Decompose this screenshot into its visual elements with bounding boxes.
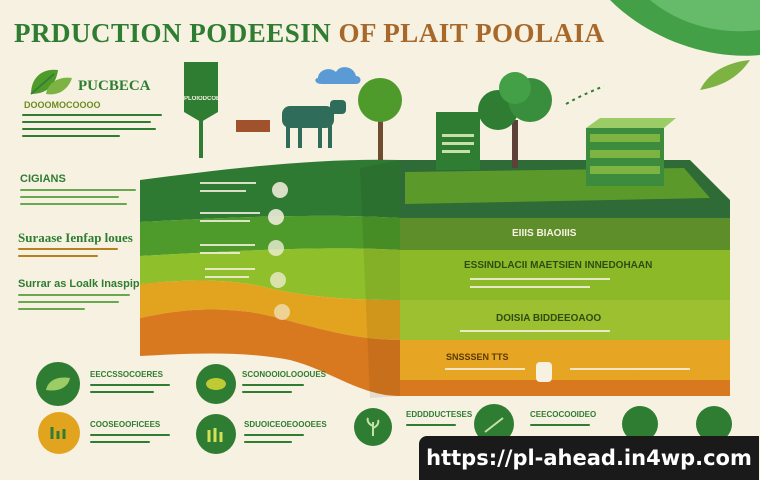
strata-icon-2 <box>268 209 284 225</box>
strata-icon-5 <box>274 304 290 320</box>
field-icon <box>484 417 504 433</box>
tree-right <box>478 72 552 168</box>
signpost-marker <box>184 62 218 122</box>
bottom-card-icon-5 <box>354 408 392 446</box>
strata-lime <box>140 248 400 300</box>
bottom-card-heading-4: SDUOICEOEOOOEES <box>244 420 327 429</box>
title-part-1: PRDUCTION PODEESIN <box>14 18 332 48</box>
layer-band-amber <box>400 340 730 380</box>
bottom-card-icon-2 <box>38 412 80 454</box>
plant-icon <box>366 417 380 436</box>
bottom-card-text-6 <box>530 424 590 431</box>
sidebar-text-block-2 <box>20 189 136 210</box>
bean-icon <box>50 427 66 439</box>
layer-band-olive <box>400 300 730 340</box>
page-title: PRDUCTION PODEESIN OF PLAIT POOLAIA <box>14 18 605 49</box>
sidebar-label-2: Suraase Ienfap loues <box>18 230 133 245</box>
bottom-card-icon-4 <box>196 414 236 454</box>
sidebar-brand: PUCBECA <box>78 78 151 94</box>
bottom-card-heading-5: EDDDDUCTESES <box>406 410 473 419</box>
layer-band-green <box>400 218 730 250</box>
sidebar-label-1: CIGIANS <box>20 173 66 185</box>
bottom-card-text-3 <box>242 384 304 398</box>
strata-green-dark <box>140 159 400 222</box>
fence-post <box>236 120 270 132</box>
bottom-card-text-4 <box>244 434 304 448</box>
strata-icon-1 <box>272 182 288 198</box>
bottom-card-icon-1 <box>36 362 80 406</box>
bottom-card-text-2 <box>90 434 170 448</box>
strata-orange <box>140 309 400 396</box>
bottom-card-heading-3: SCONOOIOLOOOUES <box>242 370 327 379</box>
layer-label-2: DOISIA BIDDEEOAOO <box>496 313 602 324</box>
dashed-trail <box>565 85 605 105</box>
bottom-card-icon-3 <box>196 364 236 404</box>
watermark-url: https://pl-ahead.in4wp.com <box>419 436 759 480</box>
bottom-card-text-1 <box>90 384 170 398</box>
info-board <box>436 112 480 170</box>
bottom-card-heading-2: COOSEOOFICEES <box>90 420 161 429</box>
sidebar-text-block-4 <box>18 294 130 315</box>
layer-label-1: ESSINDLACII MAETSIEN INNEDOHAAN <box>464 260 653 271</box>
bottom-card-text-5 <box>406 424 456 431</box>
layer-band-orange <box>400 380 730 396</box>
layer-label-top: EIIIS BIAOIIIS <box>512 228 577 239</box>
strata-icon-4 <box>270 272 286 288</box>
sprout-icon <box>207 428 223 442</box>
crate-box <box>586 118 676 186</box>
leaf-icon <box>46 377 70 391</box>
cow-silhouette <box>282 100 346 148</box>
strata-icon-3 <box>268 240 284 256</box>
layer-label-3: SNSSSEN TTS <box>446 352 509 362</box>
sidebar-text-block-3 <box>18 248 118 262</box>
layer-band-lime <box>400 250 730 300</box>
amber-layer-badge <box>536 362 552 382</box>
platform-grass <box>405 168 710 204</box>
background-leaves <box>610 0 760 90</box>
leaf-logo-icon <box>30 69 72 95</box>
lamp-icon <box>206 378 226 390</box>
cloud-icon <box>315 67 361 84</box>
strata-edge <box>360 160 400 398</box>
tree-left <box>358 78 402 160</box>
bottom-card-heading-6: CEECOCOOIDEO <box>530 410 597 419</box>
bottom-card-heading-1: EECCSSOCOERES <box>90 370 163 379</box>
title-part-2: OF PLAIT POOLAIA <box>338 18 605 48</box>
strata-amber <box>140 280 400 340</box>
sidebar-brand-sub: DOOOMOCOOOO <box>24 100 101 110</box>
sidebar-text-block-1 <box>22 114 162 142</box>
signpost-text: PLOIODCOE <box>184 96 218 102</box>
sidebar-label-3: Surrar as Loalk Inaspipges <box>18 278 159 290</box>
